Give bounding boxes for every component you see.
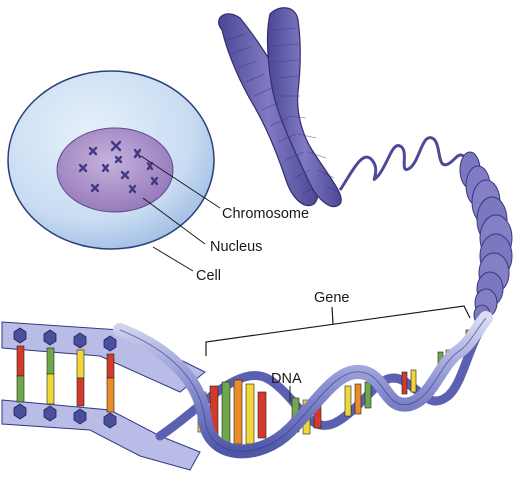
ladder-bottom-rail [1, 399, 201, 471]
cell-label: Cell [196, 268, 221, 284]
dna-ladder [1, 321, 206, 471]
ladder-hexagons [13, 327, 117, 429]
cell-leader-line [152, 246, 194, 272]
dna-label: DNA [271, 371, 302, 387]
chromosome-leader-line [140, 155, 221, 209]
coiled-strand [338, 136, 513, 326]
cell-graphic [7, 70, 215, 250]
nucleus [56, 127, 174, 213]
strand-loops [338, 136, 468, 191]
chromosome-label: Chromosome [222, 206, 309, 222]
chromosome-graphic [218, 7, 342, 208]
gene-label: Gene [314, 290, 349, 306]
nucleus-chromosomes [78, 140, 159, 194]
gene-bracket-stem [331, 306, 334, 325]
gene-bracket [205, 305, 471, 356]
helix-front-strand-edge [119, 317, 487, 452]
coil-discs [459, 151, 513, 326]
ladder-base-pairs [16, 345, 115, 413]
cell-leader-lines [140, 155, 221, 272]
dna-helix [1, 311, 493, 471]
chromosome-bands [227, 27, 339, 195]
nucleus-leader-line [142, 197, 206, 245]
nucleus-label: Nucleus [210, 239, 262, 255]
